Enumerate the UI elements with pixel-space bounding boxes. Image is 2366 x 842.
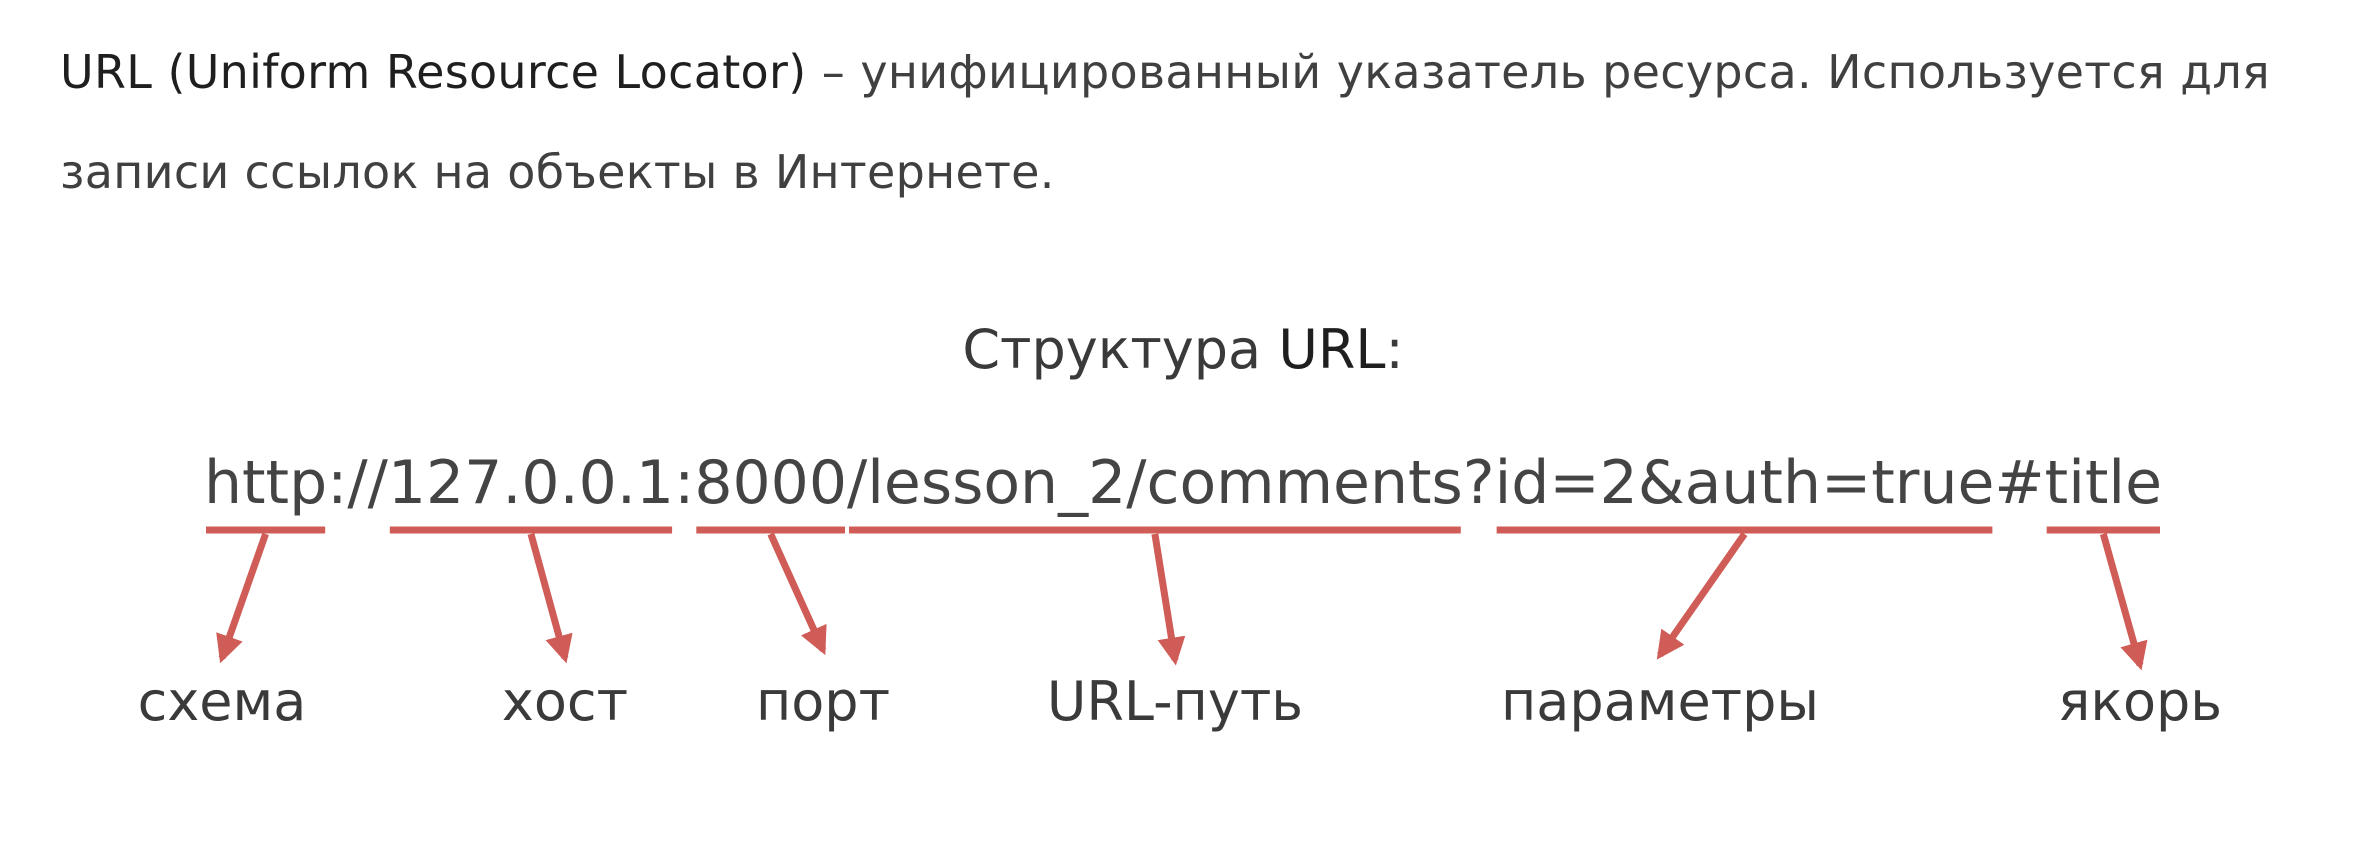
structure-title: Структура URL: [0,318,2366,381]
url-term: URL (Uniform Resource Locator) [60,45,807,99]
url-port: 8000 [694,448,848,518]
url-hash: # [1994,448,2045,518]
intro-definition: – унифицированный указатель ресурса. Исп… [60,45,2271,199]
label-anchor: якорь [2057,670,2223,733]
url-query-mark: ? [1462,448,1495,518]
arrow-params [1656,531,1748,660]
arrow-anchor [2099,533,2148,671]
arrow-port [767,532,827,656]
url-params: id=2&auth=true [1494,448,1995,518]
structure-title-url: URL [1278,318,1386,381]
url-path: /lesson_2/comments [847,448,1463,518]
url-anchor: title [2044,448,2162,518]
example-url: http://127.0.0.1:8000/lesson_2/comments?… [0,448,2366,518]
url-host: 127.0.0.1 [387,448,675,518]
label-scheme: схема [137,670,307,733]
arrow-path [1151,533,1186,666]
arrow-scheme [216,532,269,664]
url-scheme-separator: :// [327,448,388,518]
structure-title-prefix: Структура [962,318,1279,381]
arrow-host [527,533,573,664]
label-path: URL-путь [1046,670,1304,733]
structure-title-suffix: : [1385,318,1404,381]
label-params: параметры [1500,670,1820,733]
label-port: порт [755,670,891,733]
url-port-colon: : [674,448,695,518]
intro-paragraph: URL (Uniform Resource Locator) – унифици… [60,22,2270,222]
url-scheme: http [204,448,328,518]
label-host: хост [501,670,629,733]
